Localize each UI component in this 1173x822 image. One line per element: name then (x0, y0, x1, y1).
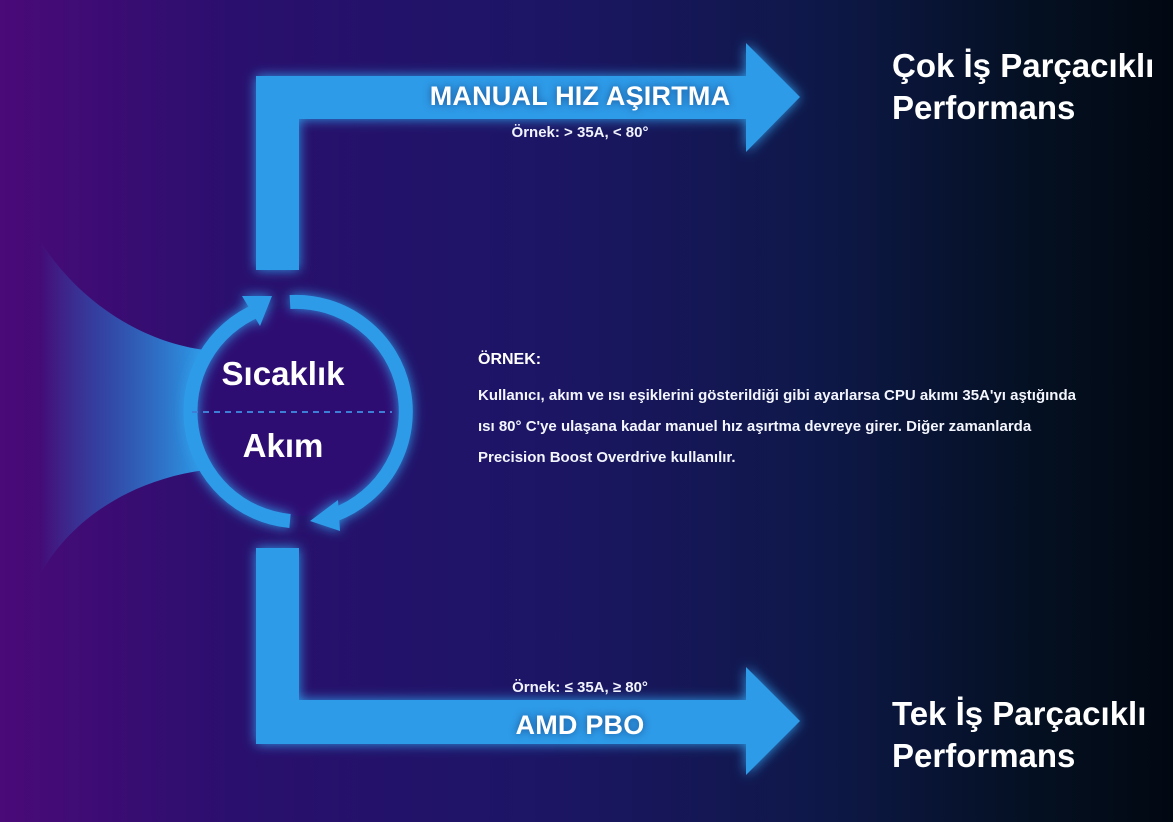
note-body: Kullanıcı, akım ve ısı eşiklerini göster… (478, 387, 1076, 466)
manual-overclock-label: MANUAL HIZ AŞIRTMA (429, 81, 731, 111)
current-label: Akım (242, 427, 324, 464)
manual-example-label: Örnek: > 35A, < 80° (511, 124, 649, 141)
input-funnel (40, 240, 205, 575)
single-thread-outcome-line1: Tek İş Parçacıklı (892, 695, 1147, 732)
top-flow-arrow (256, 43, 800, 270)
single-thread-outcome: Tek İş Parçacıklı Performans (892, 693, 1162, 777)
pbo-example-label: Örnek: ≤ 35A, ≥ 80° (512, 679, 648, 696)
cycle-arc-left (183, 303, 291, 528)
bottom-flow-arrow (256, 548, 800, 775)
cycle-arrowhead-top (242, 296, 272, 326)
multi-thread-outcome-line2: Performans (892, 89, 1076, 126)
cycle-arc-right (289, 294, 413, 522)
cycle-ring (183, 294, 413, 531)
multi-thread-outcome: Çok İş Parçacıklı Performans (892, 45, 1162, 129)
amd-pbo-label: AMD PBO (515, 710, 645, 740)
temperature-label: Sıcaklık (221, 355, 345, 392)
cycle-arrowhead-bottom (310, 500, 340, 531)
multi-thread-outcome-line1: Çok İş Parçacıklı (892, 47, 1155, 84)
cycle-core (194, 308, 402, 516)
single-thread-outcome-line2: Performans (892, 737, 1076, 774)
note-title: ÖRNEK: (478, 351, 542, 368)
